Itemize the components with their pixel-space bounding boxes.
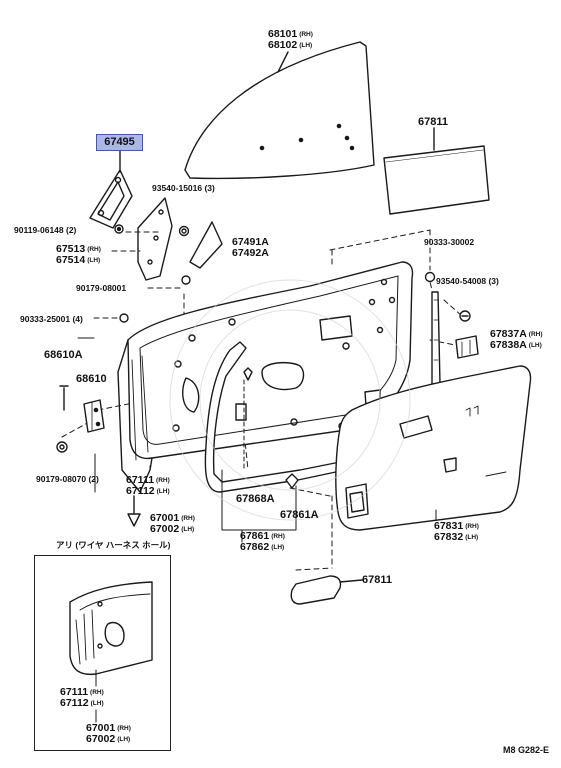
part-number: 67861	[240, 530, 270, 542]
part-number: 67001	[86, 722, 116, 734]
screw-part	[459, 310, 471, 322]
door-glass-part	[184, 41, 375, 180]
label-67861a[interactable]: 67861A	[280, 509, 319, 521]
inset-box	[34, 555, 171, 751]
door-handle-part	[455, 335, 479, 359]
leader-line	[339, 579, 363, 583]
part-number: 67513	[56, 243, 86, 255]
watermark-seal	[169, 279, 411, 521]
label-93540-15016[interactable]: 93540-15016 (3)	[152, 183, 215, 193]
part-number: 67491A	[232, 236, 269, 248]
plug-part	[119, 313, 129, 323]
inset-caption: アリ (ワイヤ ハーネス ホール)	[56, 540, 171, 550]
label-67861-67862[interactable]: 67861(RH) 67862(LH)	[240, 530, 285, 553]
hinge-bolt-part	[56, 441, 68, 453]
door-trim-panel-part	[335, 365, 532, 531]
hinge-pin-part	[59, 385, 69, 411]
label-93540-54008[interactable]: 93540-54008 (3)	[436, 276, 499, 286]
label-67868a[interactable]: 67868A	[236, 493, 275, 505]
service-hole-cover-part	[383, 145, 490, 215]
mirror-base-part	[89, 169, 133, 229]
part-number: 67862	[240, 541, 270, 553]
label-90333-25001[interactable]: 90333-25001 (4)	[20, 314, 83, 324]
weatherstrip-part	[204, 341, 365, 493]
part-number: 67831	[434, 520, 464, 532]
label-68610[interactable]: 68610	[76, 373, 107, 385]
diagram-code: M8 G282-E	[502, 745, 549, 755]
inset-arrow	[127, 495, 141, 527]
label-67111-67112[interactable]: 67111(RH) 67112(LH)	[126, 474, 170, 497]
label-inset-67001-67002[interactable]: 67001(RH) 67002(LH)	[86, 722, 131, 745]
part-number: 67832	[434, 531, 464, 543]
label-inset-67111-67112[interactable]: 67111(RH) 67112(LH)	[60, 686, 104, 709]
part-number: 68101	[268, 28, 298, 40]
part-number: 67111	[60, 686, 89, 698]
label-90119-06148[interactable]: 90119-06148 (2)	[14, 225, 77, 235]
inset-door-detail	[69, 581, 153, 723]
leader-line	[277, 51, 289, 73]
label-67837a-67838a[interactable]: 67837A(RH) 67838A(LH)	[490, 328, 543, 351]
clip-fastener-part	[424, 271, 436, 283]
label-68610a[interactable]: 68610A	[44, 349, 83, 361]
nut-part	[178, 225, 191, 285]
label-67513-67514[interactable]: 67513(RH) 67514(LH)	[56, 243, 101, 266]
part-number: 67111	[126, 474, 155, 486]
corner-cover-part	[189, 221, 223, 269]
screw-part	[114, 224, 124, 234]
label-67811-bottom[interactable]: 67811	[362, 574, 392, 586]
hole-cover-part	[290, 575, 342, 605]
label-67491a-67492a[interactable]: 67491A 67492A	[232, 236, 269, 259]
mirror-bracket-part	[137, 197, 173, 281]
label-90179-08001[interactable]: 90179-08001	[76, 283, 127, 293]
selected-part-label[interactable]: 67495	[96, 134, 143, 151]
label-67811-top[interactable]: 67811	[418, 116, 448, 128]
part-number: 67492A	[232, 247, 269, 259]
clip-part	[243, 367, 299, 489]
part-number: 67001	[150, 512, 180, 524]
regulator-rod-part	[431, 291, 441, 385]
label-67831-67832[interactable]: 67831(RH) 67832(LH)	[434, 520, 479, 543]
label-67001-67002[interactable]: 67001(RH) 67002(LH)	[150, 512, 195, 535]
part-number: 68102	[268, 39, 298, 51]
part-number: 67002	[86, 733, 116, 745]
part-number: 67112	[60, 697, 89, 709]
part-number: 67514	[56, 254, 86, 266]
label-90179-08070[interactable]: 90179-08070 (2)	[36, 474, 99, 484]
label-90333-30002[interactable]: 90333-30002	[424, 237, 475, 247]
door-hinge-part	[83, 399, 105, 433]
label-bracket-lines	[77, 337, 437, 543]
part-number: 67112	[126, 485, 155, 497]
part-number: 67838A	[490, 339, 527, 351]
part-number: 67837A	[490, 328, 527, 340]
label-68101-68102[interactable]: 68101(RH) 68102(LH)	[268, 28, 313, 51]
part-number: 67002	[150, 523, 180, 535]
